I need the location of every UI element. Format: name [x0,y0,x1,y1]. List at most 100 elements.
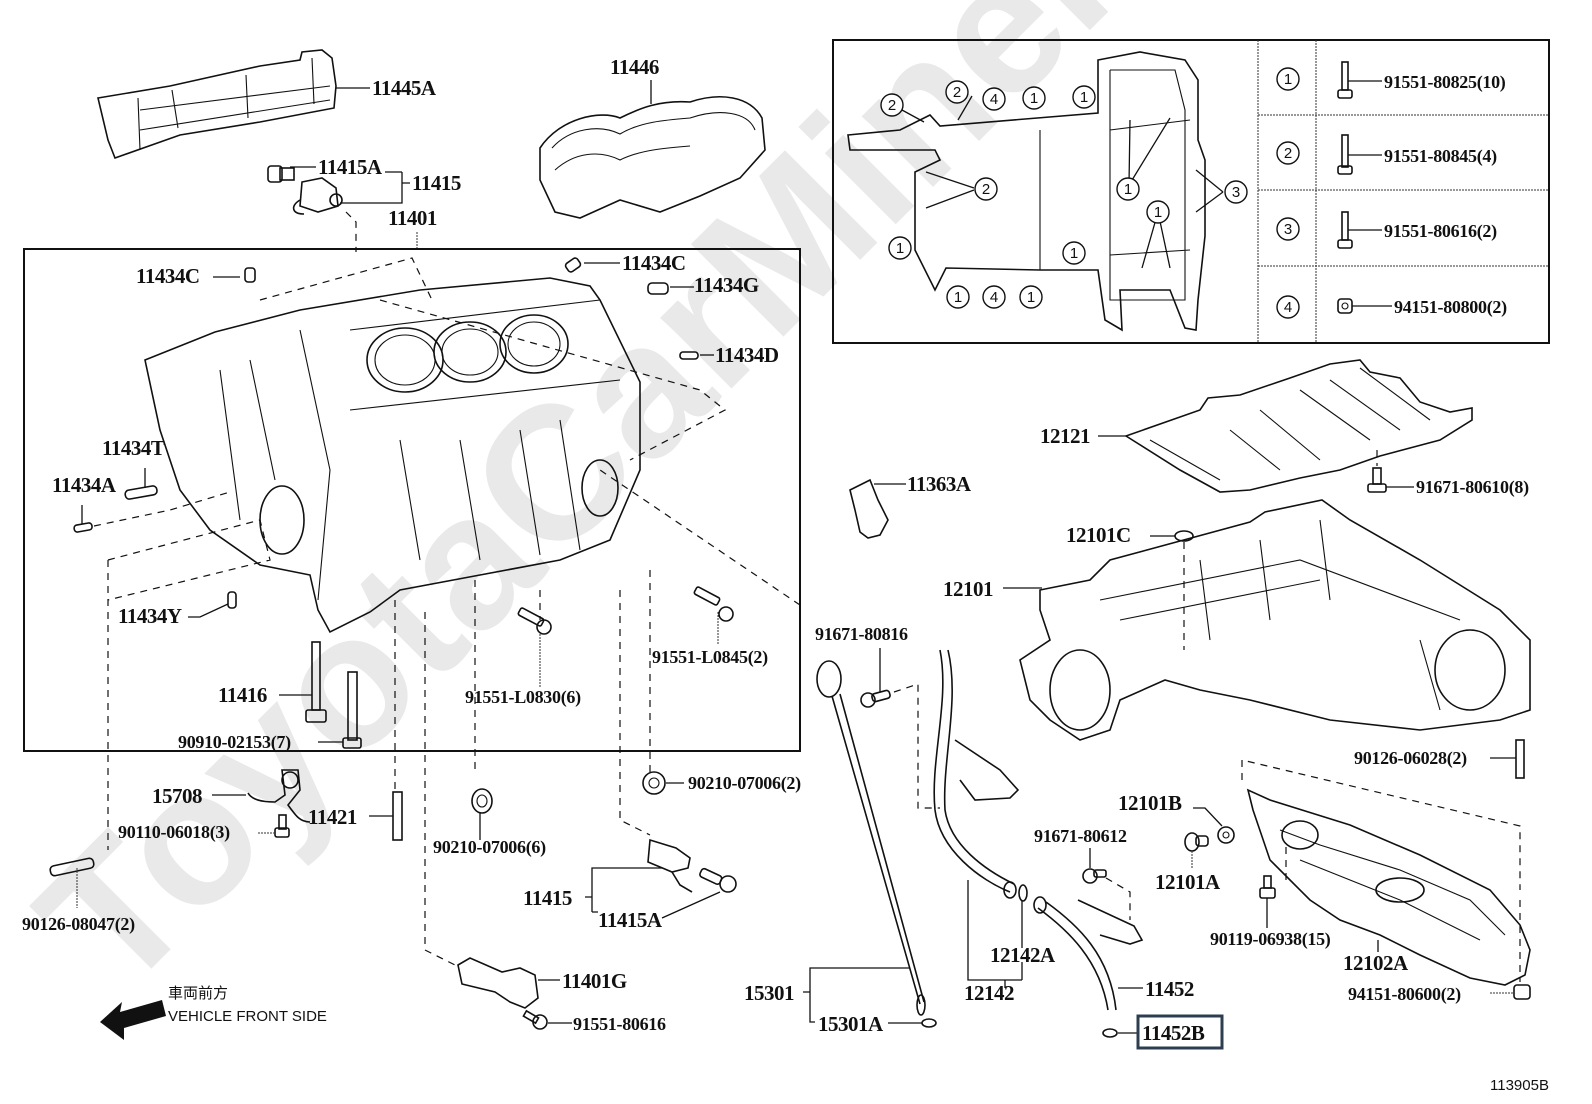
bolt-legend-row-1[interactable]: 1 91551-80825(10) [1276,61,1506,99]
pan-callout: 1 [1022,86,1046,110]
part-91671-80610-bolt[interactable] [1367,467,1387,493]
label-11415-bottom[interactable]: 11415 [523,886,572,910]
part-15708-oil-jet[interactable] [247,769,311,823]
part-12101-oil-pan[interactable] [1019,499,1531,741]
label-91671-80610[interactable]: 91671-80610(8) [1416,477,1529,498]
part-11452-gauge-guide[interactable] [1033,896,1144,1011]
part-11434A-pin[interactable] [73,522,93,533]
part-11434Y-pin[interactable] [227,591,237,609]
bolt-legend-row-3[interactable]: 3 91551-80616(2) [1276,211,1497,249]
part-12101B-gasket[interactable] [1217,826,1235,844]
part-15301A-o-ring[interactable] [921,1018,937,1028]
label-15301[interactable]: 15301 [744,981,795,1005]
figure-id: 113905B [1490,1077,1549,1094]
part-12142A-o-ring[interactable] [1018,884,1028,902]
label-90126-08047[interactable]: 90126-08047(2) [22,914,135,935]
part-91551-L0845-bolt[interactable] [693,586,734,622]
label-90210-07006-2[interactable]: 90210-07006(2) [688,773,801,794]
part-12101A-plug[interactable] [1184,832,1209,852]
part-11434C-pin-left[interactable] [244,267,256,283]
label-12121[interactable]: 12121 [1040,424,1091,448]
part-12101C-o-ring[interactable] [1174,530,1194,542]
label-15708[interactable]: 15708 [152,784,203,808]
label-11415A-top[interactable]: 11415A [318,155,383,179]
part-11415-oil-jet-bottom[interactable] [647,838,693,893]
part-90126-06028-stud[interactable] [1515,739,1525,779]
part-12142-guide-tube[interactable] [933,649,1020,899]
part-11434C-pin-right[interactable] [564,257,582,273]
label-12101[interactable]: 12101 [943,577,994,601]
part-11416-bolt[interactable] [305,641,327,723]
part-11401-cylinder-block[interactable] [144,277,641,634]
label-12101B[interactable]: 12101B [1118,791,1183,815]
label-11445A[interactable]: 11445A [372,76,437,100]
part-11445A-baffle[interactable] [97,49,370,160]
svg-text:2: 2 [888,97,896,114]
part-11415-oil-jet-top[interactable] [292,171,410,215]
label-11446[interactable]: 11446 [610,55,659,79]
label-12102A[interactable]: 12102A [1343,951,1410,975]
part-11446-gasket[interactable] [539,80,766,219]
part-91551-80616-bolt[interactable] [522,1009,548,1030]
part-90210-07006-washer-2[interactable] [642,771,666,795]
part-12121-baffle-plate[interactable] [1124,359,1473,493]
label-11434T[interactable]: 11434T [102,436,165,460]
label-90119-06938[interactable]: 90119-06938(15) [1210,929,1331,950]
label-12101C[interactable]: 12101C [1066,523,1131,547]
label-11434Y[interactable]: 11434Y [118,604,182,628]
label-11434G[interactable]: 11434G [694,273,759,297]
part-11434D-pin[interactable] [679,351,699,360]
label-11434C-left[interactable]: 11434C [136,264,200,288]
label-15301A[interactable]: 15301A [818,1012,885,1036]
svg-text:1: 1 [1027,289,1035,306]
label-11363A[interactable]: 11363A [907,472,972,496]
label-11452[interactable]: 11452 [1145,977,1194,1001]
label-11434C-right[interactable]: 11434C [622,251,686,275]
part-11363A-bracket[interactable] [849,478,889,539]
bolt-legend-row-2[interactable]: 2 91551-80845(4) [1276,134,1497,175]
part-90119-06938-bolt[interactable] [1259,875,1276,899]
part-11434G-dowel[interactable] [647,282,669,295]
part-90910-02153-bolt[interactable] [342,671,362,749]
label-12101A[interactable]: 12101A [1155,870,1222,894]
label-11421[interactable]: 11421 [308,805,357,829]
part-11434T-pin[interactable] [124,485,158,500]
part-11421-stud[interactable] [392,791,403,841]
label-91671-80612[interactable]: 91671-80612 [1034,826,1127,846]
part-11415A-bolt-bottom[interactable] [699,867,737,893]
label-91671-80816[interactable]: 91671-80816 [815,624,908,644]
label-11434D[interactable]: 11434D [715,343,779,367]
part-91671-80612-bolt[interactable] [1082,868,1107,884]
part-11401G-sensor[interactable] [457,957,539,1009]
label-12142A[interactable]: 12142A [990,943,1057,967]
label-90210-07006-6[interactable]: 90210-07006(6) [433,837,546,858]
legend-part-number: 91551-80825(10) [1384,72,1506,93]
label-11416[interactable]: 11416 [218,683,267,707]
part-15301-dipstick[interactable] [816,660,926,1016]
label-11452B[interactable]: 11452B [1142,1021,1205,1045]
part-11415A-bolt-top[interactable] [267,165,316,183]
part-90210-07006-washer-6[interactable] [471,788,493,814]
label-94151-80600[interactable]: 94151-80600(2) [1348,984,1461,1005]
bolt-legend-row-4[interactable]: 4 94151-80800(2) [1276,295,1507,319]
label-11415-top[interactable]: 11415 [412,171,461,195]
label-91551-80616[interactable]: 91551-80616 [573,1014,666,1034]
part-12102A-oil-pan-lower[interactable] [1246,788,1531,986]
label-90910-02153[interactable]: 90910-02153(7) [178,732,291,753]
label-11415A-bottom[interactable]: 11415A [598,908,663,932]
oil-pan-bolt-layout [847,51,1224,332]
part-90126-08047-stud[interactable] [49,857,95,877]
label-91551-L0830[interactable]: 91551-L0830(6) [465,687,581,708]
label-11434A[interactable]: 11434A [52,473,117,497]
part-91551-L0830-bolt[interactable] [517,607,552,635]
part-94151-80600-nut[interactable] [1513,984,1531,1000]
label-12142[interactable]: 12142 [964,981,1015,1005]
label-11401G[interactable]: 11401G [562,969,627,993]
part-91671-80816-bolt[interactable] [860,689,891,708]
label-90126-06028[interactable]: 90126-06028(2) [1354,748,1467,769]
part-11452B-o-ring[interactable] [1102,1028,1118,1038]
label-90110-06018[interactable]: 90110-06018(3) [118,822,230,843]
label-11401[interactable]: 11401 [388,206,437,230]
label-91551-L0845[interactable]: 91551-L0845(2) [652,647,768,668]
